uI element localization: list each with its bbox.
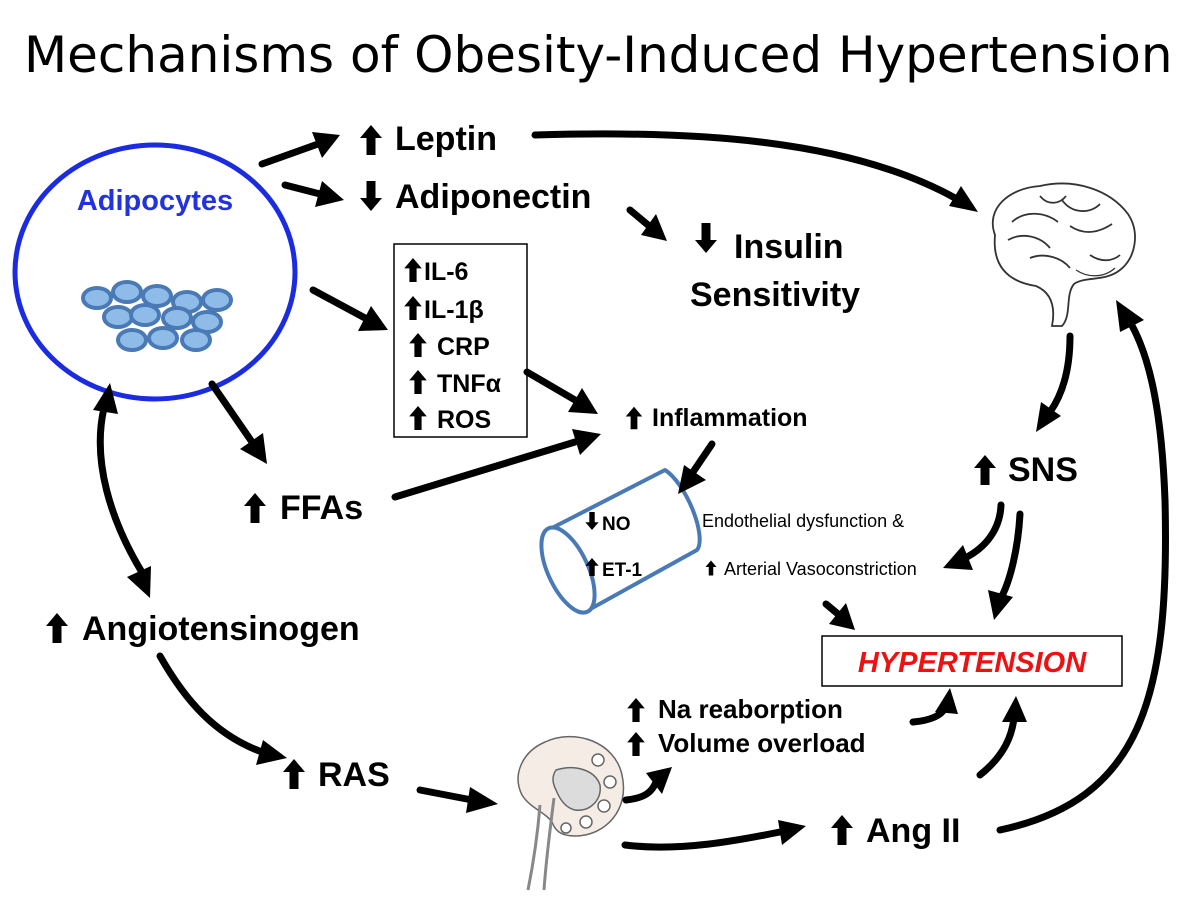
ras-label: RAS	[318, 756, 390, 794]
arrow-ang2-hypertension	[976, 696, 1027, 779]
down-arrow-icon	[695, 223, 717, 253]
arrow-adipocytes-leptin	[258, 132, 340, 168]
endothelial-line2: Arterial Vasoconstriction	[724, 559, 917, 579]
page-title: Mechanisms of Obesity-Induced Hypertensi…	[24, 26, 1173, 84]
up-arrow-icon	[831, 815, 853, 845]
arrow-cytokines-inflammation	[523, 368, 598, 414]
arrow-sodium-hypertension	[909, 688, 958, 726]
cytokine-tnfa: TNFα	[437, 370, 502, 398]
arrow-ffas-inflammation	[391, 429, 601, 501]
leptin-label: Leptin	[395, 120, 497, 158]
up-arrow-icon	[705, 560, 717, 576]
arrow-brain-sns	[1036, 332, 1074, 432]
arrow-vasoconstriction-hypertension	[822, 600, 855, 630]
blood-vessel-icon	[539, 468, 702, 615]
inflammation-label: Inflammation	[652, 404, 808, 432]
arrow-ang2-brain	[996, 300, 1169, 834]
ang2-label: Ang II	[866, 812, 960, 850]
arrow-kidney-sodium	[622, 767, 672, 804]
arrow-sns-vasoconstriction	[943, 501, 1005, 570]
up-arrow-icon	[625, 406, 643, 430]
adipocytes-node: Adipocytes	[12, 142, 298, 402]
no-label: NO	[602, 514, 631, 535]
up-arrow-icon	[627, 698, 645, 722]
up-arrow-icon	[360, 125, 382, 155]
et1-label: ET-1	[602, 560, 643, 581]
adipocytes-label: Adipocytes	[77, 185, 233, 217]
kidney-icon	[517, 735, 625, 891]
down-arrow-icon	[360, 181, 382, 211]
sensitivity-label: Sensitivity	[690, 276, 860, 314]
arrow-sns-hypertension	[988, 510, 1024, 620]
arrow-kidney-ang2	[621, 820, 806, 851]
up-arrow-icon	[974, 455, 996, 485]
up-arrow-icon	[244, 493, 266, 523]
arrow-adipocytes-ffas	[208, 380, 267, 464]
up-arrow-icon	[627, 732, 645, 756]
arrow-inflammation-vessel	[678, 440, 716, 494]
cytokine-il1b: IL-1β	[424, 296, 484, 324]
volume-label: Volume overload	[658, 728, 866, 758]
up-arrow-icon	[283, 759, 305, 789]
up-arrow-icon	[46, 613, 68, 643]
ffas-label: FFAs	[280, 489, 363, 527]
arrow-angiotensinogen-ras	[156, 652, 287, 765]
hypertension-label: HYPERTENSION	[858, 647, 1087, 679]
cytokine-crp: CRP	[437, 333, 490, 361]
arrow-leptin-brain	[531, 130, 978, 212]
hypertension-box-frame	[821, 635, 1123, 687]
arrow-ras-kidney	[416, 786, 498, 813]
arrow-adipocytes-adiponectin	[281, 181, 344, 207]
cytokine-ros: ROS	[437, 406, 491, 434]
arrow-adiponectin-insulin	[626, 206, 667, 241]
insulin-label: Insulin	[734, 228, 844, 266]
adipocytes-ring	[12, 142, 298, 402]
fat-cells-icon	[81, 280, 233, 352]
sns-label: SNS	[1008, 451, 1078, 489]
adiponectin-label: Adiponectin	[395, 178, 591, 216]
angiotensinogen-label: Angiotensinogen	[82, 610, 360, 648]
arrow-adipocytes-cytokines	[309, 286, 388, 331]
sodium-label: Na reaborption	[658, 694, 843, 724]
endothelial-line1: Endothelial dysfunction &	[702, 511, 904, 531]
brain-icon	[992, 182, 1136, 327]
cytokine-il6: IL-6	[424, 258, 468, 286]
cytokine-box: IL-6 IL-1β CRP TNFα ROS	[393, 243, 528, 438]
arrow-angiotensinogen-adipocytes	[93, 383, 151, 598]
hypertension-box: HYPERTENSION	[821, 635, 1123, 687]
